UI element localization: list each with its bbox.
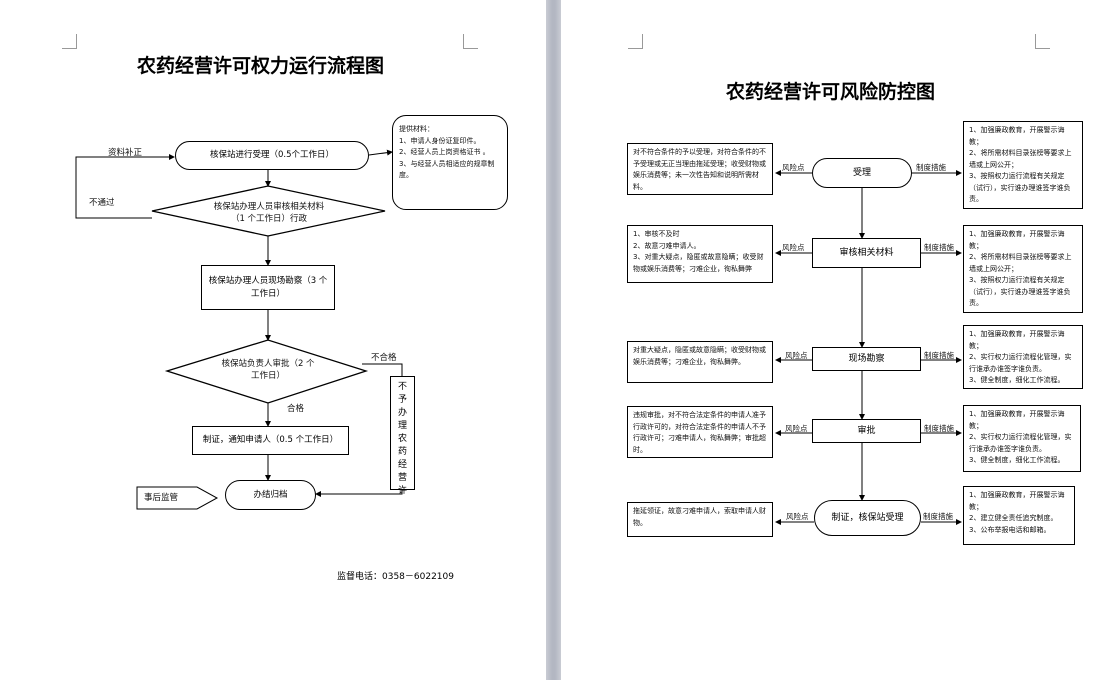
risk-note: 1、审核不及时 2、故意刁难申请人。 3、对重大疑点，隐匿或故意隐瞒；收受财物或… <box>627 225 773 283</box>
measure-label: 制度措施 <box>923 512 953 521</box>
reject-char: 不 <box>397 382 407 392</box>
reject-char: 办 <box>397 408 407 418</box>
measure-note: 1、加强廉政教育，开展警示诲教； 2、将所需材料目录张榜等要求上墙或上网公开； … <box>963 225 1083 313</box>
risk-point-label: 风险点 <box>782 163 805 172</box>
reject-char: 药 <box>397 447 407 457</box>
risk-point-label: 风险点 <box>785 351 808 360</box>
page-gap-scrollbar <box>546 0 561 680</box>
reject-char: 许 <box>397 486 407 496</box>
flow-node-review: 核保站办理人员审核相关材料（1 个工作日）行政 <box>213 202 325 224</box>
risk-step-inspect: 现场勘察 <box>812 347 921 371</box>
supervision-phone: 监督电话：0358－6022109 <box>337 572 454 582</box>
measure-item: 3、健全制度，细化工作流程。 <box>969 376 1065 384</box>
measure-item: 1、加强廉政教育，开展警示诲教； <box>969 330 1065 350</box>
page-title: 农药经营许可权力运行流程图 <box>137 55 385 77</box>
risk-step-accept: 受理 <box>812 158 912 188</box>
reject-char: 农 <box>397 434 407 444</box>
flow-node-issue: 制证，通知申请人（0.5 个工作日） <box>192 426 349 455</box>
flow-node-inspect: 核保站办理人员现场勘察（3 个工作日） <box>201 265 335 310</box>
measure-note: 1、加强廉政教育，开展警示诲教； 2、建立健全责任追究制度。 3、公布举报电话和… <box>963 486 1075 545</box>
risk-point-label: 风险点 <box>785 424 808 433</box>
measure-label: 制度措施 <box>924 243 954 252</box>
flow-node-archive: 办结归档 <box>225 480 316 510</box>
measure-note: 1、加强廉政教育，开展警示诲教； 2、实行权力运行流程化管理，实行谁承办谁签字谁… <box>963 325 1083 389</box>
crop-mark <box>62 34 77 49</box>
measure-note: 1、加强廉政教育，开展警示诲教； 2、将所需材料目录张榜等要求上墙或上网公开； … <box>963 121 1083 209</box>
measure-item: 2、实行权力运行流程化管理，实行谁承办谁签字谁负责。 <box>969 433 1072 453</box>
crop-mark <box>463 34 478 49</box>
crop-mark <box>1035 34 1050 49</box>
crop-mark <box>628 34 643 49</box>
materials-note: 提供材料： 1、申请人身份证复印件。 2、经营人员上岗资格证书 。 3、与经营人… <box>392 115 508 210</box>
left-document-page: 农药经营许可权力运行流程图 <box>0 0 546 680</box>
measure-label: 制度措施 <box>916 163 946 172</box>
page-title: 农药经营许可风险防控图 <box>726 81 936 103</box>
measure-item: 3、公布举报电话和邮箱。 <box>969 525 1051 534</box>
materials-heading: 提供材料： <box>399 125 434 133</box>
measure-item: 3、健全制度，细化工作流程。 <box>969 456 1065 464</box>
reject-char: 予 <box>397 395 407 405</box>
flow-node-accept: 核保站进行受理（0.5个工作日） <box>175 141 369 170</box>
materials-item: 1、申请人身份证复印件。 <box>399 136 481 145</box>
reject-char: 经 <box>397 460 407 470</box>
measure-item: 1、加强廉政教育，开展警示诲教； <box>969 410 1065 430</box>
label-unqualified: 不合格 <box>371 353 397 363</box>
risk-step-approve: 审批 <box>812 419 921 443</box>
measure-item: 2、将所需材料目录张榜等要求上墙或上网公开； <box>969 253 1072 273</box>
measure-item: 2、实行权力运行流程化管理，实行谁承办谁签字谁负责。 <box>969 353 1072 373</box>
measure-item: 1、加强廉政教育，开展警示诲教； <box>969 491 1065 511</box>
measure-item: 2、建立健全责任追究制度。 <box>969 514 1058 522</box>
risk-note: 对重大疑点，隐匿或故意隐瞒；收受财物或娱乐消费等；刁难企业，徇私舞弊。 <box>627 341 773 383</box>
label-qualified: 合格 <box>287 404 305 414</box>
measure-item: 1、加强廉政教育，开展警示诲教； <box>969 230 1065 250</box>
materials-item: 2、经营人员上岗资格证书 。 <box>399 148 490 156</box>
measure-item: 3、按照权力运行流程有关规定（试行），实行谁办理谁签字谁负责。 <box>969 276 1071 307</box>
flow-node-supervision: 事后监管 <box>144 493 179 503</box>
measure-item: 1、加强廉政教育，开展警示诲教； <box>969 126 1065 146</box>
risk-note: 对不符合条件的予以受理，对符合条件的不予受理或无正当理由拖延受理；收受财物或娱乐… <box>627 143 773 195</box>
measure-note: 1、加强廉政教育，开展警示诲教； 2、实行权力运行流程化管理，实行谁承办谁签字谁… <box>963 405 1081 472</box>
flow-node-approve: 核保站负责人审批（2 个工作日） <box>221 359 315 381</box>
risk-step-review: 审核相关材料 <box>812 238 921 268</box>
measure-label: 制度措施 <box>924 351 954 360</box>
risk-note: 违规审批，对不符合法定条件的申请人准予行政许可的，对符合法定条件的申请人不予行政… <box>627 406 773 458</box>
reject-char: 理 <box>397 421 407 431</box>
risk-point-label: 风险点 <box>782 243 805 252</box>
measure-item: 2、将所需材料目录张榜等要求上墙或上网公开； <box>969 149 1072 169</box>
risk-step-issue: 制证，核保站受理 <box>814 500 921 536</box>
label-not-passed: 不通过 <box>89 198 115 208</box>
label-supplement: 资料补正 <box>108 148 143 158</box>
measure-item: 3、按照权力运行流程有关规定（试行），实行谁办理谁签字谁负责。 <box>969 172 1071 203</box>
risk-point-label: 风险点 <box>786 512 809 521</box>
measure-label: 制度措施 <box>924 424 954 433</box>
reject-char: 营 <box>397 473 407 483</box>
risk-note: 拖延领证，故意刁难申请人，索取申请人财物。 <box>627 502 773 537</box>
materials-item: 3、与经营人员相适应的规章制度。 <box>399 159 495 180</box>
reject-box: 不 予 办 理 农 药 经 营 许 <box>390 376 415 496</box>
